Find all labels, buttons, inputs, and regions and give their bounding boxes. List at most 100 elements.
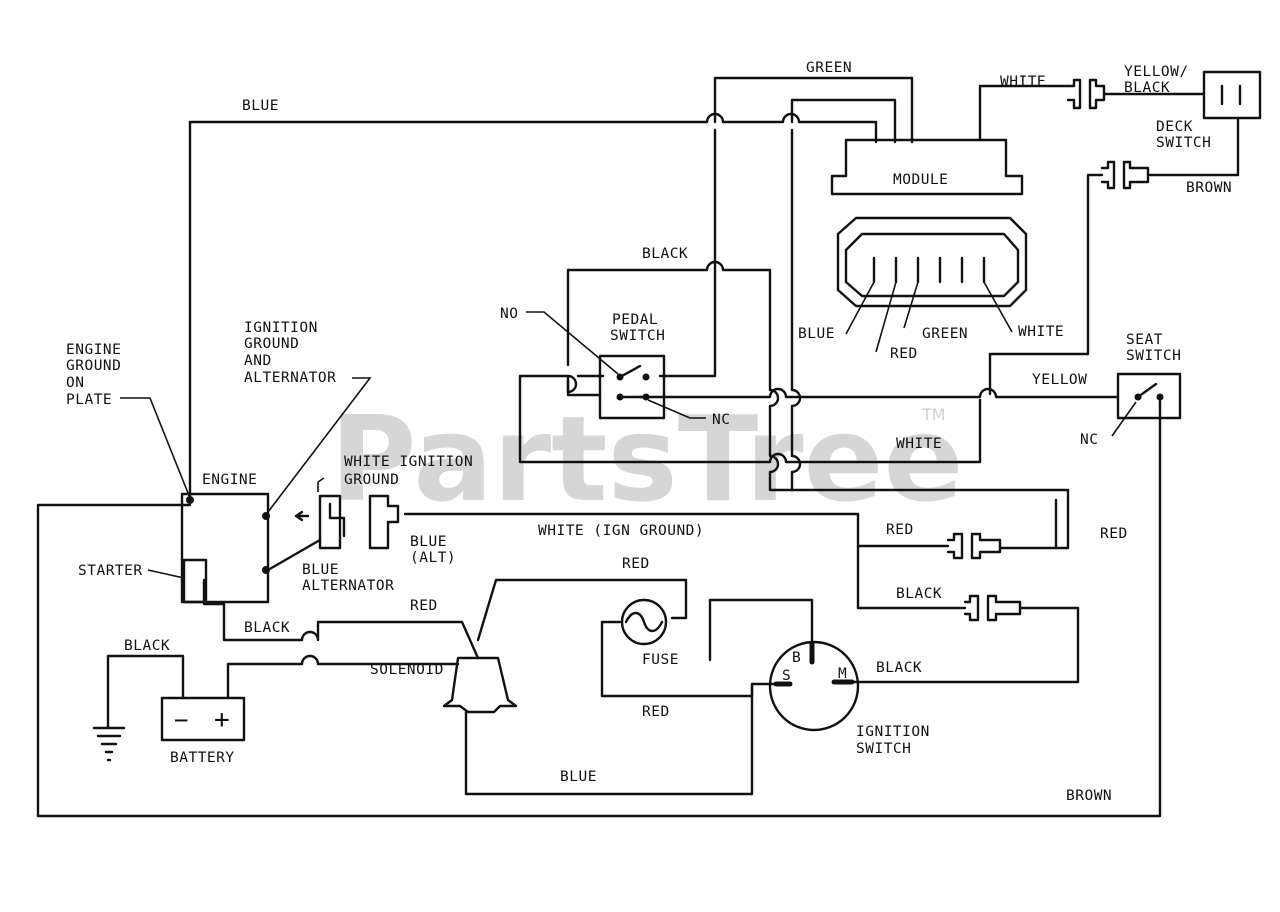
label-red-conn: RED [886, 522, 914, 538]
solenoid: SOLENOID [370, 656, 518, 714]
watermark: PartsTree [330, 390, 964, 528]
solenoid-label: SOLENOID [370, 662, 444, 678]
wire-brown-deck-left [988, 173, 1104, 396]
pin-label-red: RED [890, 346, 918, 362]
battery-body [160, 696, 246, 742]
wire-blue-alt [266, 538, 322, 572]
deck-switch: DECK SWITCH [1156, 70, 1262, 151]
seat-switch-label-2: SWITCH [1126, 348, 1181, 364]
ign-ground-alt-label-2: GROUND [244, 336, 299, 352]
engine-connector-left [318, 494, 346, 550]
connectors [946, 78, 1150, 622]
pedal-switch: PEDAL SWITCH NO NC [500, 306, 730, 428]
battery-minus: − [174, 706, 189, 734]
pin-label-green: GREEN [922, 326, 968, 342]
engine: ENGINE ENGINE GROUND ON PLATE IGNITION G… [66, 320, 372, 604]
ignition-switch-label-2: SWITCH [856, 741, 911, 757]
ground-symbol [92, 726, 126, 762]
label-black-conn: BLACK [896, 586, 942, 602]
label-white-top: WHITE [1000, 74, 1046, 90]
ign-ground-alt-label-3: AND [244, 353, 272, 369]
ign-b-label: B [792, 650, 801, 666]
label-yellow-black-1: YELLOW/ [1124, 64, 1189, 80]
wire-module-down [790, 128, 802, 492]
label-red-fuse-bottom: RED [642, 704, 670, 720]
wire-red-fuse-bottom [600, 620, 778, 698]
pedal-nc-label: NC [712, 412, 730, 428]
battery-plus: + [214, 705, 230, 735]
wire-black-ign [850, 606, 1080, 684]
module-connector [836, 216, 1028, 308]
ign-ground-alt-label-1: IGNITION [244, 320, 318, 336]
connector-red [946, 532, 1002, 560]
seat-switch-body [1116, 372, 1182, 420]
wire-brown-bottom [36, 395, 1162, 818]
module: MODULE BLUE RED GREEN WHITE [798, 138, 1064, 362]
wire-blue-bottom [464, 682, 754, 796]
pedal-switch-body [598, 354, 666, 420]
ignition-switch: B S M IGNITION SWITCH [768, 640, 930, 757]
wires [36, 76, 1240, 818]
module-body [830, 138, 1024, 196]
blue-alternator-label-1: BLUE [302, 562, 339, 578]
label-green-top: GREEN [806, 60, 852, 76]
seat-switch-label-1: SEAT [1126, 332, 1163, 348]
label-red-right: RED [1100, 526, 1128, 542]
engine-ground-label-2: GROUND [66, 358, 121, 374]
label-brown-bottom: BROWN [1066, 788, 1112, 804]
wire-labels: BLUE GREEN WHITE YELLOW/ BLACK BROWN BLA… [124, 60, 1232, 804]
label-red-solenoid: RED [410, 598, 438, 614]
fuse-label: FUSE [642, 652, 679, 668]
pedal-no-label: NO [500, 306, 518, 322]
watermark-tm: TM [921, 405, 946, 424]
ign-ground-alt-label-4: ALTERNATOR [244, 370, 336, 386]
battery: − + BATTERY [92, 696, 246, 766]
pin-label-blue: BLUE [798, 326, 835, 342]
label-black-top: BLACK [642, 246, 688, 262]
solenoid-body [442, 656, 518, 714]
engine-ground-label-4: PLATE [66, 392, 112, 408]
wire-brown-deck [1148, 116, 1240, 177]
wire-black-battery [106, 654, 185, 730]
seat-nc-label: NC [1080, 432, 1098, 448]
connector-white-deck [1066, 78, 1106, 110]
wire-battery-pos [226, 654, 460, 700]
wire-module-inner [790, 98, 897, 144]
fuse: FUSE [620, 598, 679, 668]
pin-label-white: WHITE [1018, 324, 1064, 340]
ignition-switch-body [768, 640, 860, 732]
blue-alt-label-1: BLUE [410, 534, 447, 550]
battery-label: BATTERY [170, 750, 235, 766]
module-pins [872, 256, 986, 284]
wire-white-deck [978, 84, 1070, 142]
connector-brown-deck [1100, 160, 1150, 190]
wire-yellow-right [638, 387, 1120, 399]
starter-body [182, 558, 208, 604]
pedal-switch-label-2: SWITCH [610, 328, 665, 344]
label-black-starter: BLACK [244, 620, 290, 636]
label-white-ign-ground: WHITE (IGN GROUND) [538, 523, 704, 539]
blue-alternator-label-2: ALTERNATOR [302, 578, 394, 594]
starter-label: STARTER [78, 563, 143, 579]
ign-m-label: M [838, 666, 847, 682]
label-yellow-black-2: BLACK [1124, 80, 1170, 96]
label-brown-right: BROWN [1186, 180, 1232, 196]
label-black-ign: BLACK [876, 660, 922, 676]
engine-connector-right [368, 494, 400, 550]
deck-switch-label-2: SWITCH [1156, 135, 1211, 151]
label-blue-bottom: BLUE [560, 769, 597, 785]
ignition-switch-label-1: IGNITION [856, 724, 930, 740]
module-label: MODULE [893, 172, 948, 188]
label-blue-top: BLUE [242, 98, 279, 114]
fuse-body [620, 598, 668, 646]
white-ign-ground-label-1: WHITE IGNITION [344, 454, 473, 470]
pedal-switch-label-1: PEDAL [612, 312, 658, 328]
label-red-fuse-top: RED [622, 556, 650, 572]
white-ign-ground-label-2: GROUND [344, 472, 399, 488]
engine-ground-label-3: ON [66, 375, 84, 391]
engine-body [180, 492, 270, 604]
engine-connector: WHITE IGNITION GROUND BLUE ALTERNATOR BL… [294, 454, 473, 594]
wire-blue-top [188, 112, 878, 502]
wire-black-pedal [566, 260, 1070, 550]
